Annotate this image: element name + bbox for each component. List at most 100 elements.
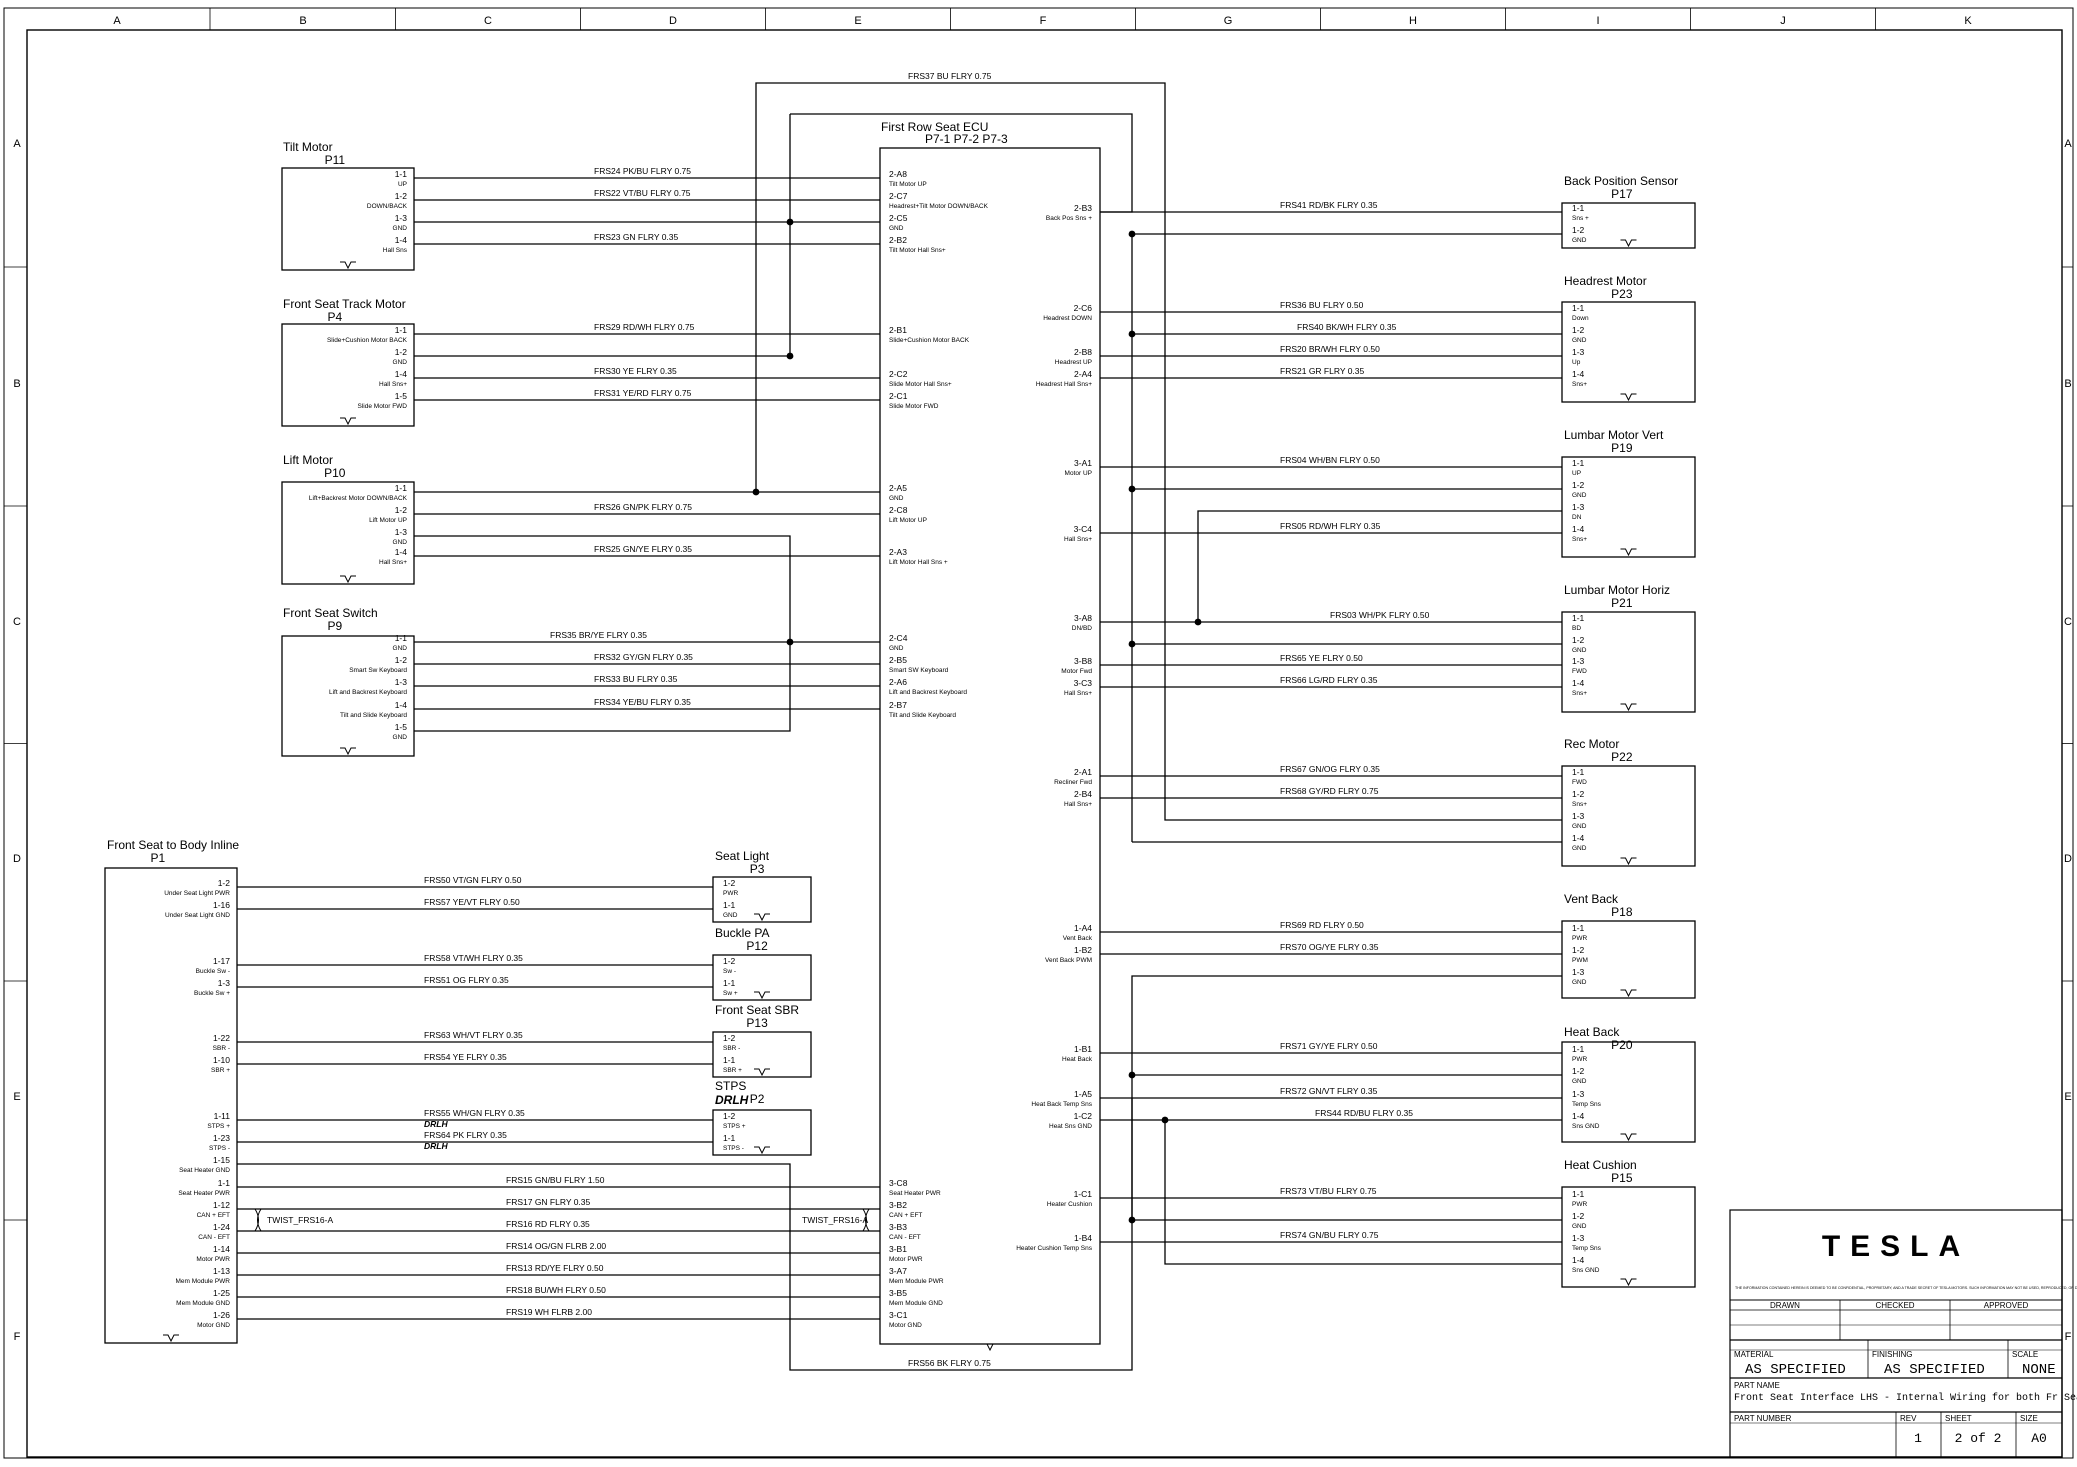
connector-title: Buckle PA bbox=[715, 926, 769, 940]
connector-pin-name: GND bbox=[1572, 1223, 1587, 1230]
wire-path bbox=[237, 1098, 1133, 1371]
ecu-pin-name: Hall Sns+ bbox=[1064, 536, 1092, 543]
connector-pin-number: 1-2 bbox=[1572, 635, 1585, 645]
twist-label: TWIST_FRS16-A bbox=[802, 1215, 868, 1225]
connector-pin-number: 1-3 bbox=[1572, 967, 1585, 977]
connector-pin-name: Sw - bbox=[723, 968, 736, 975]
ecu-pin-number: 2-B7 bbox=[889, 700, 907, 710]
connector-pin-name: DN bbox=[1572, 514, 1582, 521]
wire-label: FRS13 RD/YE FLRY 0.50 bbox=[506, 1263, 604, 1273]
shield-break-mark bbox=[340, 575, 356, 584]
connector-pin-number: 1-1 bbox=[395, 169, 408, 179]
connector-box bbox=[281, 481, 415, 585]
connector-title: Heat Back bbox=[1564, 1025, 1620, 1039]
ecu-pin-name: Motor PWR bbox=[889, 1256, 923, 1263]
connector-pin-name: FWD bbox=[1572, 779, 1587, 786]
connector-pin-number: 1-4 bbox=[1572, 678, 1585, 688]
connector-pin-number: 1-2 bbox=[395, 347, 408, 357]
connector-pin-number: 1-5 bbox=[395, 391, 408, 401]
connector-id: P13 bbox=[746, 1016, 768, 1030]
connector-pin-number: 1-25 bbox=[213, 1288, 230, 1298]
ecu-pin-name: Motor GND bbox=[889, 1322, 922, 1329]
ecu-pin-name: Slide+Cushion Motor BACK bbox=[889, 337, 970, 344]
wire-path bbox=[755, 82, 1562, 821]
wire-label: FRS54 YE FLRY 0.35 bbox=[424, 1052, 507, 1062]
connector-pin-number: 1-2 bbox=[395, 191, 408, 201]
ecu-pin-name: Headrest UP bbox=[1055, 359, 1092, 366]
connector-pin-name: GND bbox=[393, 734, 408, 741]
wire-label: FRS35 BR/YE FLRY 0.35 bbox=[550, 630, 647, 640]
wire-label: FRS57 YE/VT FLRY 0.50 bbox=[424, 897, 520, 907]
connector-pin-name: UP bbox=[398, 181, 407, 188]
ecu-pin-name: Slide Motor FWD bbox=[889, 403, 939, 410]
wire-label: FRS58 VT/WH FLRY 0.35 bbox=[424, 953, 523, 963]
ecu-pin-number: 3-C1 bbox=[889, 1310, 908, 1320]
connector-pin-name: GND bbox=[1572, 337, 1587, 344]
drlh-marker: DRLH bbox=[424, 1119, 448, 1129]
zone-column-label: F bbox=[1040, 15, 1047, 27]
connector-pin-name: Seat Heater PWR bbox=[178, 1190, 230, 1197]
ecu-pin-number: 2-B1 bbox=[889, 325, 907, 335]
twist-label: TWIST_FRS16-A bbox=[267, 1215, 333, 1225]
ecu-pin-name: Heat Sns GND bbox=[1049, 1123, 1092, 1130]
shield-break-mark bbox=[754, 991, 770, 1000]
connector-pin-name: UP bbox=[1572, 470, 1581, 477]
ecu-pin-name: Tilt and Slide Keyboard bbox=[889, 712, 956, 719]
connector-pin-number: 1-2 bbox=[1572, 225, 1585, 235]
connector-id: P3 bbox=[750, 862, 765, 876]
wire-label: FRS37 BU FLRY 0.75 bbox=[908, 71, 992, 81]
ecu-pin-name: GND bbox=[889, 225, 904, 232]
ecu-title: First Row Seat ECU bbox=[881, 120, 988, 134]
connector-pin-number: 1-1 bbox=[1572, 923, 1585, 933]
ecu-pin-number: 1-B4 bbox=[1074, 1233, 1092, 1243]
wire-label: FRS17 GN FLRY 0.35 bbox=[506, 1197, 591, 1207]
connector-id: P15 bbox=[1611, 1171, 1633, 1185]
connector-box bbox=[1561, 456, 1696, 558]
splice-dot bbox=[786, 352, 794, 360]
ecu-pin-name: Headrest+Tilt Motor DOWN/BACK bbox=[889, 203, 989, 210]
ecu-pin-number: 2-B3 bbox=[1074, 203, 1092, 213]
shield-break-mark bbox=[340, 261, 356, 270]
wire-label: FRS68 GY/RD FLRY 0.75 bbox=[1280, 786, 1379, 796]
connector-pin-name: STPS - bbox=[209, 1145, 230, 1152]
connector-id: P11 bbox=[325, 153, 346, 167]
zone-row-label: E bbox=[2064, 1091, 2071, 1103]
material-label: MATERIAL bbox=[1734, 1350, 1774, 1359]
wire-label: FRS20 BR/WH FLRY 0.50 bbox=[1280, 344, 1380, 354]
splice-dot bbox=[1194, 618, 1202, 626]
connector-pin-name: Sns+ bbox=[1572, 690, 1587, 697]
zone-column-label: J bbox=[1780, 15, 1786, 27]
zone-row-label: A bbox=[13, 138, 21, 150]
part-number-label: PART NUMBER bbox=[1734, 1414, 1792, 1423]
connector-pin-name: Sns GND bbox=[1572, 1123, 1600, 1130]
connector-pin-number: 1-2 bbox=[1572, 1211, 1585, 1221]
connector-pin-number: 1-26 bbox=[213, 1310, 230, 1320]
ecu-pin-name: Heater Cushion Temp Sns bbox=[1016, 1245, 1093, 1252]
connector-pin-name: Lift+Backrest Motor DOWN/BACK bbox=[309, 495, 408, 502]
connector-pin-name: PWR bbox=[1572, 1201, 1587, 1208]
shield-break-mark bbox=[340, 417, 356, 426]
connector-pin-name: GND bbox=[723, 912, 738, 919]
connector-pin-number: 1-3 bbox=[218, 978, 231, 988]
ecu-pin-name: Lift Motor Hall Sns + bbox=[889, 559, 948, 566]
size-value: A0 bbox=[2031, 1431, 2047, 1446]
wire-label: FRS71 GY/YE FLRY 0.50 bbox=[1280, 1041, 1378, 1051]
shield-break-mark bbox=[1620, 1278, 1637, 1287]
connector-title: Front Seat Track Motor bbox=[283, 297, 406, 311]
connector-pin-number: 1-2 bbox=[723, 1111, 736, 1121]
sheet-label: SHEET bbox=[1945, 1414, 1972, 1423]
wire-label: FRS23 GN FLRY 0.35 bbox=[594, 232, 679, 242]
connector-pin-number: 1-2 bbox=[1572, 1066, 1585, 1076]
wire-label: FRS04 WH/BN FLRY 0.50 bbox=[1280, 455, 1380, 465]
connector-pin-number: 1-3 bbox=[1572, 502, 1585, 512]
scale-label: SCALE bbox=[2012, 1350, 2038, 1359]
connector-pin-number: 1-1 bbox=[723, 978, 736, 988]
splice-dot bbox=[1128, 1216, 1136, 1224]
connector-id: P18 bbox=[1611, 905, 1633, 919]
connector-pin-name: Under Seat Light PWR bbox=[164, 890, 230, 897]
wire-label: FRS56 BK FLRY 0.75 bbox=[908, 1358, 991, 1368]
ecu-pin-number: 2-C7 bbox=[889, 191, 908, 201]
zone-column-label: I bbox=[1596, 15, 1599, 27]
ecu-pin-number: 2-A8 bbox=[889, 169, 907, 179]
